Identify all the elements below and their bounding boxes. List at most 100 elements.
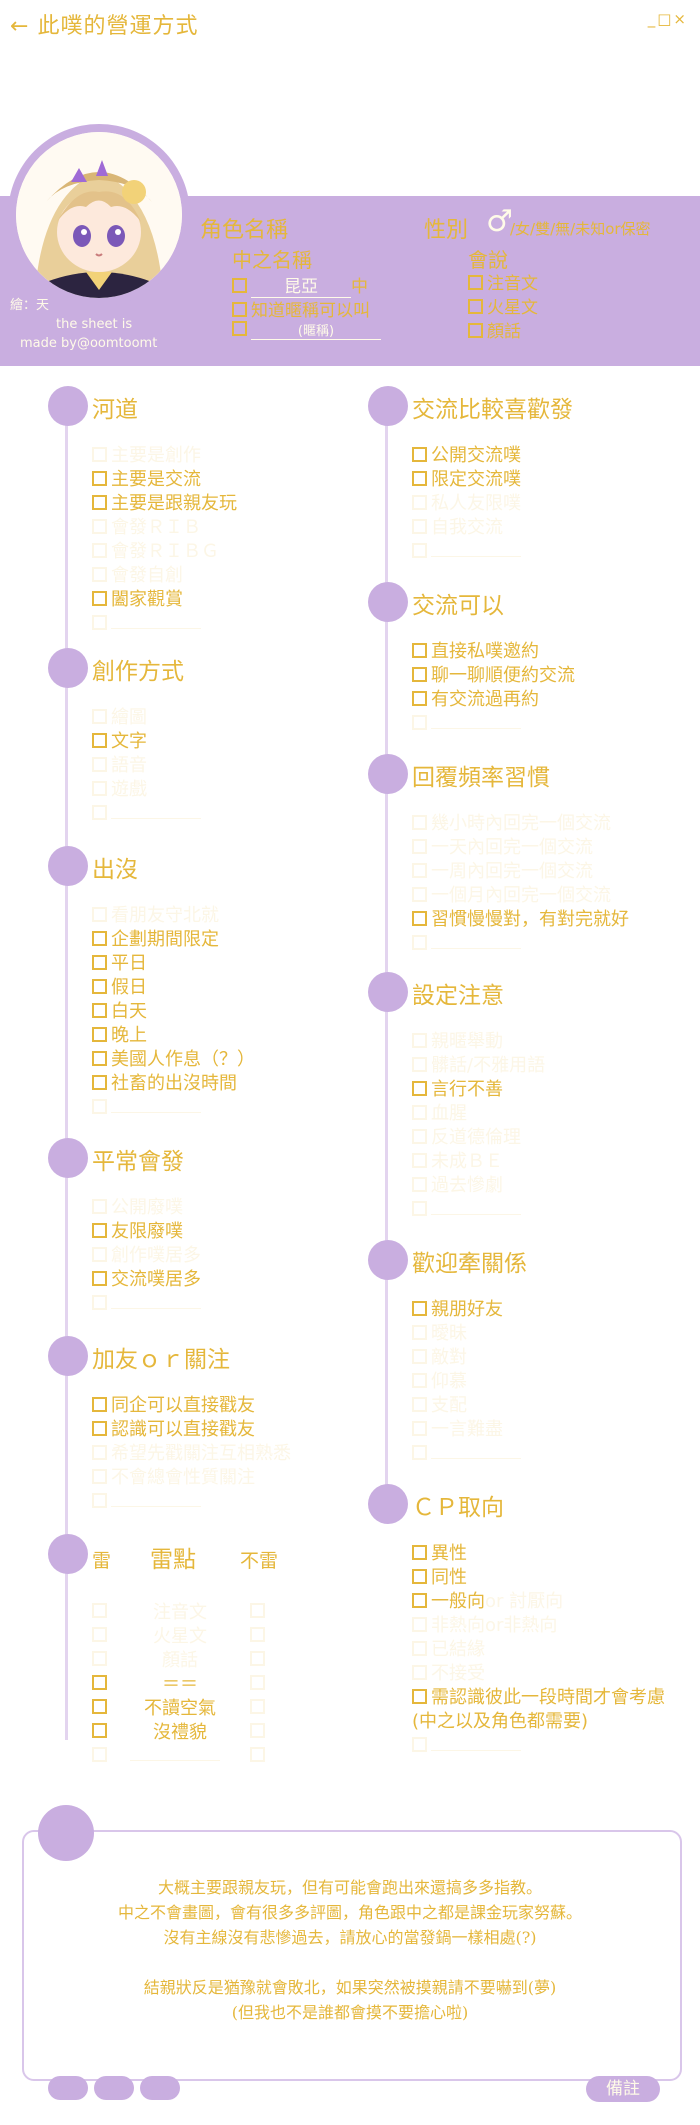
checkbox[interactable] [92,1421,107,1436]
mines-checkbox-left[interactable] [92,1723,107,1738]
checklist-item[interactable]: 繪圖 [92,706,147,730]
checkbox[interactable] [412,1325,427,1340]
page-pill-1[interactable] [48,2076,88,2100]
checklist-item[interactable]: 社畜的出沒時間 [92,1072,237,1096]
checklist-item[interactable]: 晚上 [92,1024,147,1048]
checkbox[interactable] [412,1129,427,1144]
checklist-item[interactable]: 直接私噗邀約 [412,640,539,664]
checklist-item[interactable]: 仰慕 [412,1370,467,1394]
checklist-item[interactable]: 語音 [92,754,147,778]
checkbox[interactable] [92,931,107,946]
mines-checkbox-left[interactable] [92,1675,107,1690]
blank-item[interactable] [92,612,201,636]
checkbox[interactable] [412,1617,427,1632]
checkbox[interactable] [412,1569,427,1584]
checkbox[interactable] [92,1051,107,1066]
checkbox[interactable] [412,1201,427,1216]
blank-item[interactable] [92,1096,201,1120]
checklist-item[interactable]: 看朋友守北就 [92,904,219,928]
checklist-item[interactable]: 曖昧 [412,1322,467,1346]
checklist-item[interactable]: 文字 [92,730,147,754]
checkbox[interactable] [412,447,427,462]
checklist-item[interactable]: 言行不善 [412,1078,503,1102]
checkbox[interactable] [92,1493,107,1508]
checkbox[interactable] [412,1689,427,1704]
checklist-item[interactable]: 私人友限噗 [412,492,521,516]
checklist-item[interactable]: 主要是創作 [92,444,201,468]
blank-item[interactable] [412,1734,521,1758]
checklist-item[interactable]: 闔家觀賞 [92,588,183,612]
checkbox[interactable] [412,715,427,730]
checkbox[interactable] [412,691,427,706]
mines-checkbox-right[interactable] [250,1651,265,1666]
checkbox[interactable] [232,278,247,293]
checkbox[interactable] [412,667,427,682]
checklist-item[interactable]: 企劃期間限定 [92,928,219,952]
checklist-item[interactable]: 主要是跟親友玩 [92,492,237,516]
checkbox[interactable] [232,321,247,336]
checkbox[interactable] [92,1271,107,1286]
checkbox[interactable] [412,1033,427,1048]
mines-checkbox-right[interactable] [250,1699,265,1714]
checkbox[interactable] [92,733,107,748]
checklist-item[interactable]: (中之以及角色都需要) [412,1710,588,1734]
blank-item[interactable] [92,1292,201,1316]
checkbox[interactable] [92,1397,107,1412]
blank-item[interactable] [92,802,201,826]
language-item[interactable]: 顏話 [468,320,538,344]
checklist-item[interactable]: 一言難盡 [412,1418,503,1442]
blank-item[interactable] [412,540,521,564]
checklist-item[interactable]: 一般向or 討厭向 [412,1590,563,1614]
checkbox[interactable] [412,1545,427,1560]
checkbox[interactable] [412,1057,427,1072]
checkbox[interactable] [412,495,427,510]
checklist-item[interactable]: 假日 [92,976,147,1000]
checklist-item[interactable]: 過去慘劇 [412,1174,503,1198]
mines-checkbox-right[interactable] [250,1603,265,1618]
mines-checkbox-left[interactable] [92,1747,107,1762]
checklist-item[interactable]: 習慣慢慢對，有對完就好 [412,908,629,932]
checkbox[interactable] [92,1223,107,1238]
checklist-item[interactable]: 認識可以直接戳友 [92,1418,255,1442]
checklist-item[interactable]: 限定交流噗 [412,468,521,492]
checklist-item[interactable]: 親暱舉動 [412,1030,503,1054]
checkbox[interactable] [92,1003,107,1018]
blank-item[interactable] [412,1442,521,1466]
checkbox[interactable] [412,543,427,558]
checkbox[interactable] [92,1099,107,1114]
checklist-item[interactable]: 已結緣 [412,1638,485,1662]
checklist-item[interactable]: 創作噗居多 [92,1244,201,1268]
checkbox[interactable] [412,887,427,902]
checklist-item[interactable]: 異性 [412,1542,467,1566]
checkbox[interactable] [412,643,427,658]
checklist-item[interactable]: 親朋好友 [412,1298,503,1322]
checkbox[interactable] [92,781,107,796]
mines-checkbox-left[interactable] [92,1627,107,1642]
checkbox[interactable] [92,519,107,534]
checkbox[interactable] [92,543,107,558]
checklist-item[interactable]: 未成ＢＥ [412,1150,503,1174]
checklist-item[interactable]: 幾小時內回完一個交流 [412,812,611,836]
checkbox[interactable] [412,911,427,926]
checklist-item[interactable]: 友限廢噗 [92,1220,183,1244]
checkbox[interactable] [92,1445,107,1460]
checkbox[interactable] [412,1081,427,1096]
checklist-item[interactable]: 會發ＲＩＢＧ [92,540,219,564]
window-controls-icon[interactable]: _□× [647,10,688,28]
checklist-item[interactable]: 主要是交流 [92,468,201,492]
checkbox[interactable] [412,935,427,950]
mines-checkbox-right[interactable] [250,1747,265,1762]
checkbox[interactable] [92,447,107,462]
language-item[interactable]: 火星文 [468,296,538,320]
checkbox[interactable] [412,839,427,854]
checkbox[interactable] [412,1397,427,1412]
checklist-item[interactable]: 不接受 [412,1662,485,1686]
checkbox[interactable] [412,1665,427,1680]
checkbox[interactable] [412,1421,427,1436]
checkbox[interactable] [92,757,107,772]
checkbox[interactable] [92,495,107,510]
checklist-item[interactable]: 敵對 [412,1346,467,1370]
checklist-item[interactable]: 一周內回完一個交流 [412,860,593,884]
checklist-item[interactable]: 希望先戳關注互相熟悉 [92,1442,291,1466]
mines-checkbox-right[interactable] [250,1723,265,1738]
